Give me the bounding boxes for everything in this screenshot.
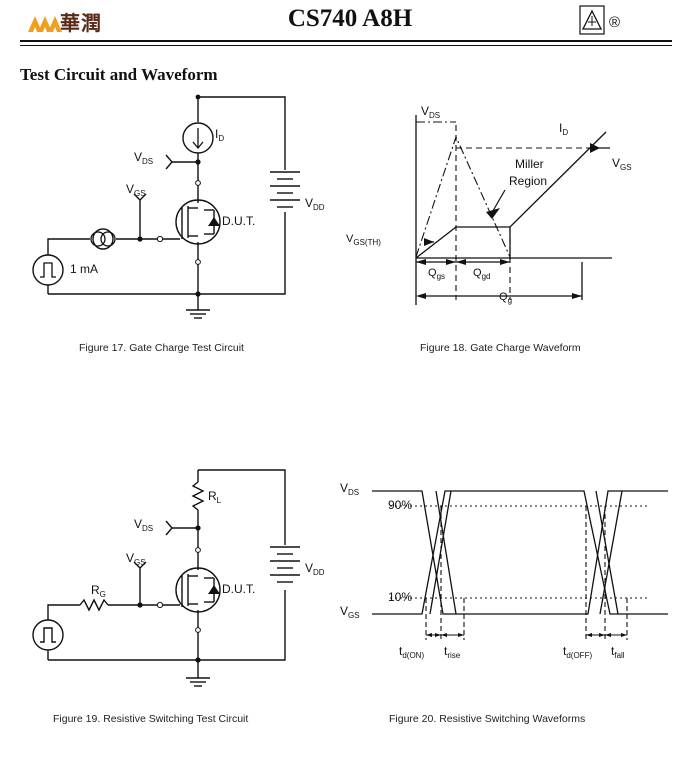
id-label: ID: [559, 121, 568, 137]
t-fall-label: tfall: [611, 644, 625, 660]
qgd-label: Qgd: [473, 267, 490, 281]
miller-label-1: Miller: [515, 157, 544, 171]
qg-label: Qg: [499, 291, 512, 305]
id-label: ID: [215, 127, 224, 143]
dut-label: D.U.T.: [222, 214, 255, 228]
vgs-label: VGS: [612, 156, 632, 172]
ninety-percent-label: 90%: [388, 498, 412, 512]
td-off-label: td(OFF): [563, 644, 592, 660]
vgs-label: VGS: [340, 604, 360, 620]
vgs-label: VGS: [126, 551, 146, 567]
miller-label-2: Region: [509, 174, 547, 188]
section-title: Test Circuit and Waveform: [20, 65, 218, 84]
ten-percent-label: 10%: [388, 590, 412, 604]
vdd-label: VDD: [305, 561, 325, 577]
vds-label: VDS: [340, 481, 359, 497]
header-rule-thin: [20, 45, 672, 46]
company-logo: [28, 16, 62, 32]
rl-label: RL: [208, 489, 222, 505]
current-label: 1 mA: [70, 262, 98, 276]
vds-label: VDS: [421, 104, 440, 120]
t-rise-label: trise: [444, 644, 461, 660]
header-rule: [20, 40, 672, 42]
qgs-label: Qgs: [428, 267, 445, 281]
vds-label: VDS: [134, 150, 153, 166]
part-number: CS740 A8H: [287, 5, 413, 32]
figure-17-caption: Figure 17. Gate Charge Test Circuit: [79, 342, 244, 354]
registered-mark: ®: [609, 14, 621, 31]
rg-label: RG: [91, 583, 106, 599]
vgs-label: VGS: [126, 182, 146, 198]
certification-mark-icon: [579, 5, 605, 35]
dut-label: D.U.T.: [222, 582, 255, 596]
vgs-th-label: VGS(TH): [346, 233, 381, 247]
vdd-label: VDD: [305, 196, 325, 212]
vds-label: VDS: [134, 517, 153, 533]
page-header: 華潤 CS740 A8H ®: [0, 0, 700, 46]
figure-20-caption: Figure 20. Resistive Switching Waveforms: [389, 713, 586, 725]
logo-text: 華潤: [60, 11, 102, 35]
td-on-label: td(ON): [399, 644, 424, 660]
figure-19-caption: Figure 19. Resistive Switching Test Circ…: [53, 713, 249, 725]
figure-18-caption: Figure 18. Gate Charge Waveform: [420, 342, 581, 354]
